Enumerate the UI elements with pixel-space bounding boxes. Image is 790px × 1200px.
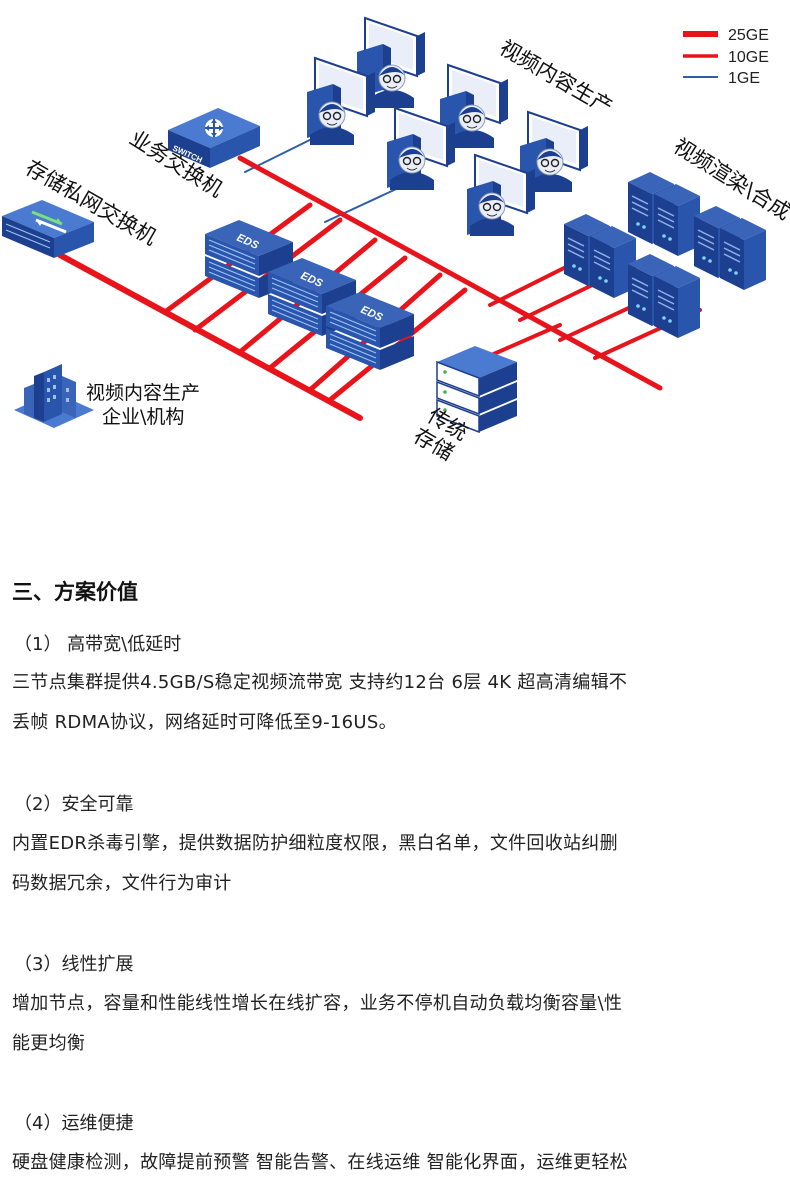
enterprise-building-icon (14, 364, 94, 428)
eds-node-2: EDS (267, 257, 357, 337)
eds-node-1: EDS (204, 219, 294, 299)
item-4-line-1: 硬盘健康检测，故障提前预警 智能告警、在线运维 智能化界面，运维更轻松 (12, 1152, 628, 1173)
render-servers (563, 171, 767, 339)
eds-storage-cluster: EDS EDS EDS (204, 219, 415, 371)
item-1-line-2: 丢帧 RDMA协议，网络延时可降低至9-16US。 (12, 712, 397, 733)
eds-node-3: EDS (325, 291, 415, 371)
transfer-arrows-icon (31, 210, 67, 234)
item-3-line-1: 增加节点，容量和性能线性增长在线扩容，业务不停机自动负载均衡容量\性 (12, 993, 623, 1014)
switch-arrows-icon (205, 119, 223, 137)
enterprise-label-line1: 视频内容生产 (86, 382, 200, 404)
video-production-workstations (306, 17, 589, 237)
legend-1ge-label: 1GE (728, 70, 760, 87)
traditional-storage (436, 346, 517, 434)
enterprise-label-line2: 企业\机构 (102, 406, 184, 428)
section-title: 三、方案价值 (12, 580, 138, 604)
item-2-line-1: 内置EDR杀毒引擎，提供数据防护细粒度权限，黑白名单，文件回收站纠删 (12, 833, 618, 854)
legend-25ge-label: 25GE (728, 27, 769, 44)
network-topology-diagram: 25GE 10GE 1GE (2, 17, 790, 465)
item-2-line-2: 码数据冗余，文件行为审计 (12, 873, 232, 894)
storage-switch (2, 200, 94, 258)
item-4-heading: （4）运维便捷 (14, 1113, 134, 1134)
business-switch: SWITCH (168, 108, 260, 168)
video-production-label: 视频内容生产 (496, 36, 617, 120)
legend-10ge-label: 10GE (728, 49, 769, 66)
item-3-line-2: 能更均衡 (12, 1033, 86, 1054)
item-1-line-1: 三节点集群提供4.5GB/S稳定视频流带宽 支持约12台 6层 4K 超高清编辑… (12, 672, 628, 693)
item-1-heading: （1） 高带宽\低延时 (14, 634, 182, 655)
item-3-heading: （3）线性扩展 (14, 954, 134, 975)
item-2-heading: （2）安全可靠 (14, 794, 134, 815)
legend: 25GE 10GE 1GE (683, 27, 769, 87)
